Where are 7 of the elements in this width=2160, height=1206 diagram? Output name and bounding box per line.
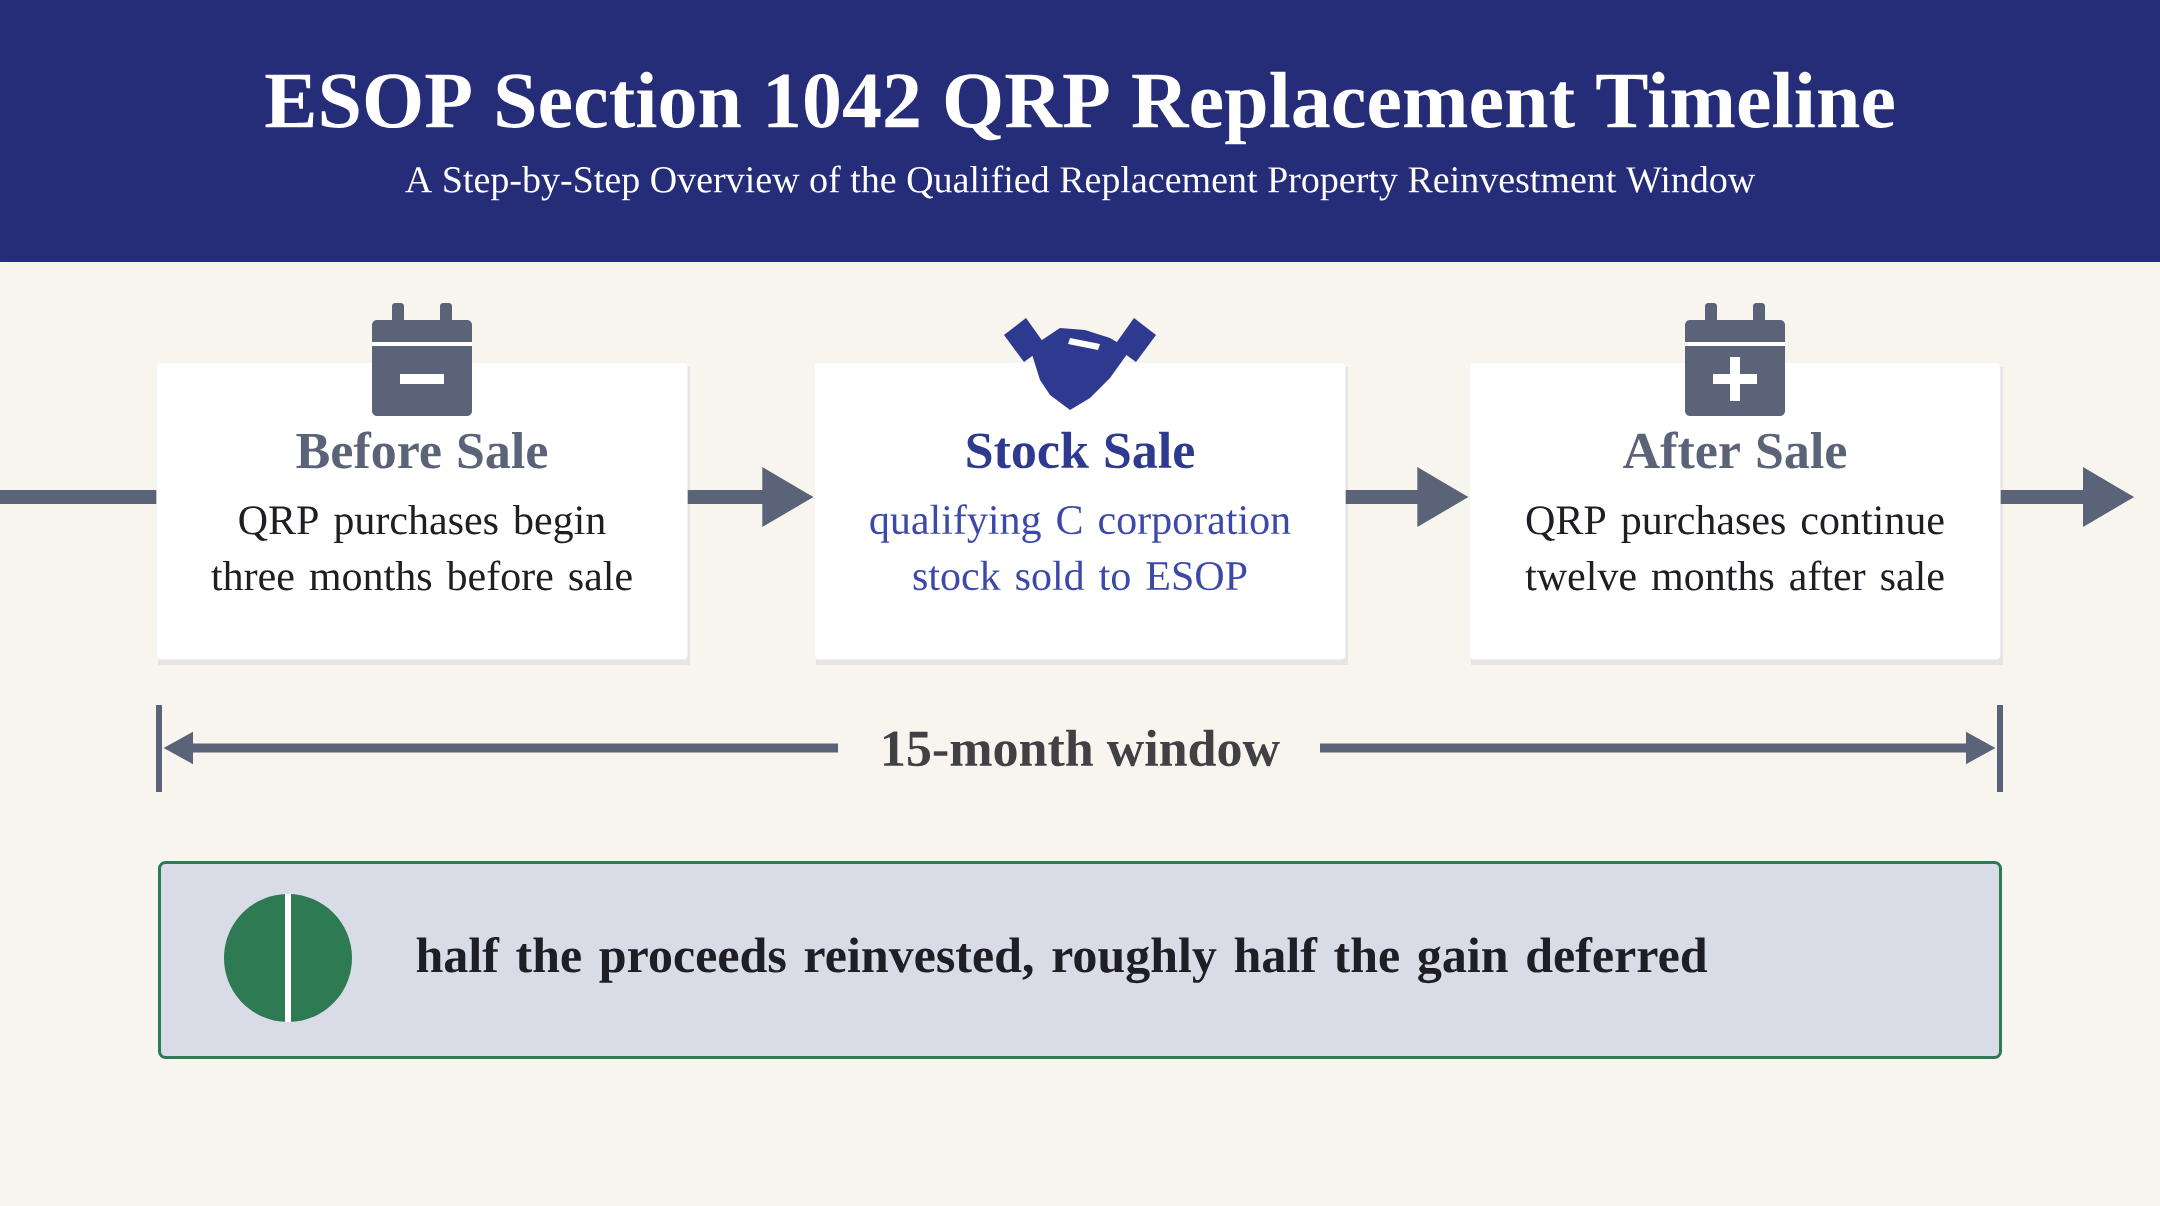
summary-panel: half the proceeds reinvested, roughly half the gain deferred: [158, 861, 2002, 1059]
step-card: Stock Sale qualifying C corporation stock sold to ESOP: [814, 362, 1348, 665]
title: ESOP Section 1042 QRP Replacement Timeline: [265, 71, 1894, 145]
step-card: After Sale QRP purchases continue twelve months after sale: [1469, 362, 2003, 665]
step-card: Before Sale QRP purchases begin three months before sale: [156, 362, 690, 665]
subtitle: A Step-by-Step Overview of the Qualified Replacement Property Reinvestment Window: [405, 165, 1756, 201]
dimension-label: 15-month window: [884, 729, 1280, 767]
